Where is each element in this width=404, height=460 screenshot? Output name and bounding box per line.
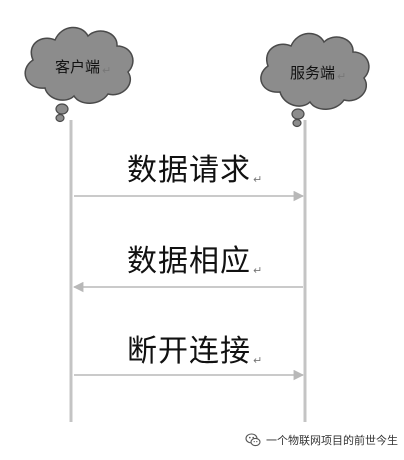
watermark-text: 一个物联网项目的前世今生 [266, 434, 398, 447]
message-response-mark: ↵ [253, 264, 262, 277]
message-response-label: 数据相应 [127, 244, 251, 279]
message-request-label: 数据请求 [127, 153, 251, 188]
server-label-mark: ↵ [337, 70, 346, 83]
message-disconnect-mark: ↵ [253, 354, 262, 367]
client-cloud-tail-large [55, 103, 69, 115]
client-cloud-shape [24, 26, 134, 104]
server-node: 服务端 ↵ [260, 32, 370, 128]
server-label: 服务端 [290, 64, 335, 82]
client-cloud-tail-small [55, 113, 65, 123]
server-cloud-tail-small [292, 118, 302, 128]
watermark: 一个物联网项目的前世今生 [245, 432, 398, 448]
message-request-mark: ↵ [253, 173, 262, 186]
wechat-icon [245, 433, 261, 447]
message-request: 数据请求 ↵ [74, 153, 305, 202]
message-disconnect-label: 断开连接 [127, 334, 251, 369]
message-disconnect: 断开连接 ↵ [74, 334, 305, 381]
server-cloud-shape [260, 32, 370, 110]
client-label-mark: ↵ [102, 64, 111, 77]
client-label: 客户端 [55, 58, 100, 76]
message-response: 数据相应 ↵ [72, 244, 303, 293]
server-cloud-tail-large [291, 108, 305, 120]
client-node: 客户端 ↵ [24, 26, 134, 123]
